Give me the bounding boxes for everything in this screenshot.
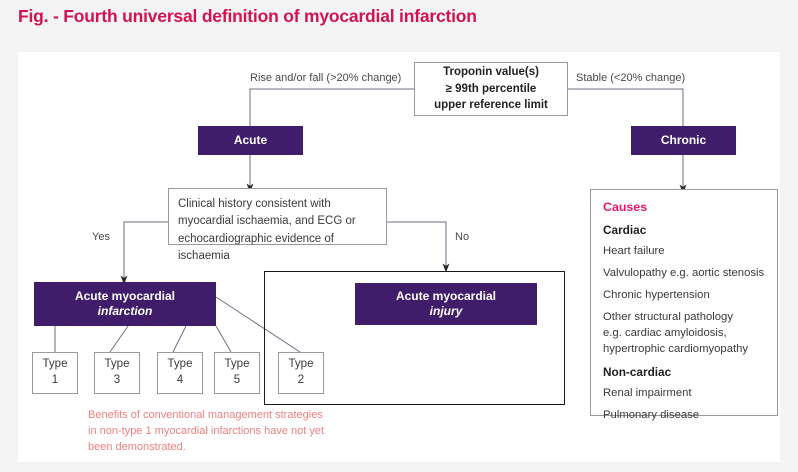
troponin-line-1: Troponin value(s)	[443, 65, 539, 78]
node-type-3: Type 3	[94, 352, 140, 394]
causes-cardiac-heading: Cardiac	[603, 223, 647, 237]
node-clinical-history: Clinical history consistent with myocard…	[168, 188, 387, 262]
type-3-line-2: 3	[113, 374, 121, 386]
causes-structural-line-1: Other structural pathology	[603, 311, 733, 324]
edge-label-no: No	[455, 231, 470, 243]
footnote: Benefits of conventional management stra…	[88, 408, 348, 456]
causes-cardiac-item: Heart failure	[603, 245, 665, 257]
type-2-line-2: 2	[297, 374, 305, 386]
acute-myocardial-injury-group	[264, 271, 565, 405]
clinical-history-line-1: Clinical history consistent with	[178, 198, 331, 210]
node-type-5: Type 5	[214, 352, 260, 394]
node-type-1: Type 1	[32, 352, 78, 394]
chronic-label: Chronic	[660, 133, 707, 147]
edge-label-yes: Yes	[92, 231, 110, 243]
node-troponin-value: Troponin value(s) ≥ 99th percentile uppe…	[414, 62, 568, 116]
footnote-line-1: Benefits of conventional management stra…	[88, 409, 323, 421]
troponin-line-3: upper reference limit	[434, 99, 548, 112]
node-type-2: Type 2	[278, 352, 324, 394]
acute-mi-line-2: infarction	[97, 304, 153, 318]
acute-injury-line-2: injury	[429, 304, 463, 318]
causes-structural-line-2: e.g. cardiac amyloidosis,	[603, 327, 727, 340]
type-2-line-1: Type	[288, 358, 314, 371]
node-acute: Acute	[198, 126, 303, 155]
causes-noncardiac-item: Renal impairment	[603, 387, 692, 400]
type-1-line-2: 1	[51, 374, 59, 386]
type-4-line-2: 4	[176, 374, 184, 386]
type-1-line-1: Type	[42, 358, 68, 371]
clinical-history-line-3: echocardiographic evidence of ischaemia	[178, 232, 334, 262]
causes-cardiac-item: Valvulopathy e.g. aortic stenosis	[603, 267, 765, 280]
type-4-line-1: Type	[167, 358, 193, 371]
node-acute-myocardial-infarction: Acute myocardial infarction	[34, 282, 216, 326]
edge-label-rise-fall: Rise and/or fall (>20% change)	[250, 72, 402, 84]
causes-heading: Causes	[603, 200, 648, 214]
acute-label: Acute	[233, 133, 268, 147]
acute-injury-line-1: Acute myocardial	[395, 289, 497, 303]
footnote-line-2: in non-type 1 myocardial infarctions hav…	[88, 424, 325, 437]
causes-structural-line-3: hypertrophic cardiomyopathy	[603, 343, 749, 356]
causes-cardiac-item: Chronic hypertension	[603, 289, 710, 302]
edge-label-stable: Stable (<20% change)	[576, 72, 686, 84]
panel-causes: Causes Cardiac Heart failure Valvulopath…	[590, 189, 778, 421]
causes-noncardiac-item: Pulmonary disease	[603, 409, 700, 422]
clinical-history-line-2: myocardial ischaemia, and ECG or	[178, 215, 356, 228]
type-5-line-2: 5	[233, 374, 241, 386]
causes-noncardiac-heading: Non-cardiac	[603, 365, 672, 380]
acute-mi-line-1: Acute myocardial	[74, 289, 176, 303]
footnote-line-3: been demonstrated.	[88, 440, 186, 453]
node-acute-myocardial-injury: Acute myocardial injury	[355, 283, 537, 325]
node-type-4: Type 4	[157, 352, 203, 394]
troponin-line-2: ≥ 99th percentile	[445, 82, 537, 95]
node-chronic: Chronic	[631, 126, 736, 155]
type-5-line-1: Type	[224, 358, 250, 371]
causes-cardiac-structural: Other structural pathology e.g. cardiac …	[603, 309, 765, 357]
type-3-line-1: Type	[104, 358, 130, 371]
page-title: Fig. - Fourth universal definition of my…	[18, 6, 477, 26]
